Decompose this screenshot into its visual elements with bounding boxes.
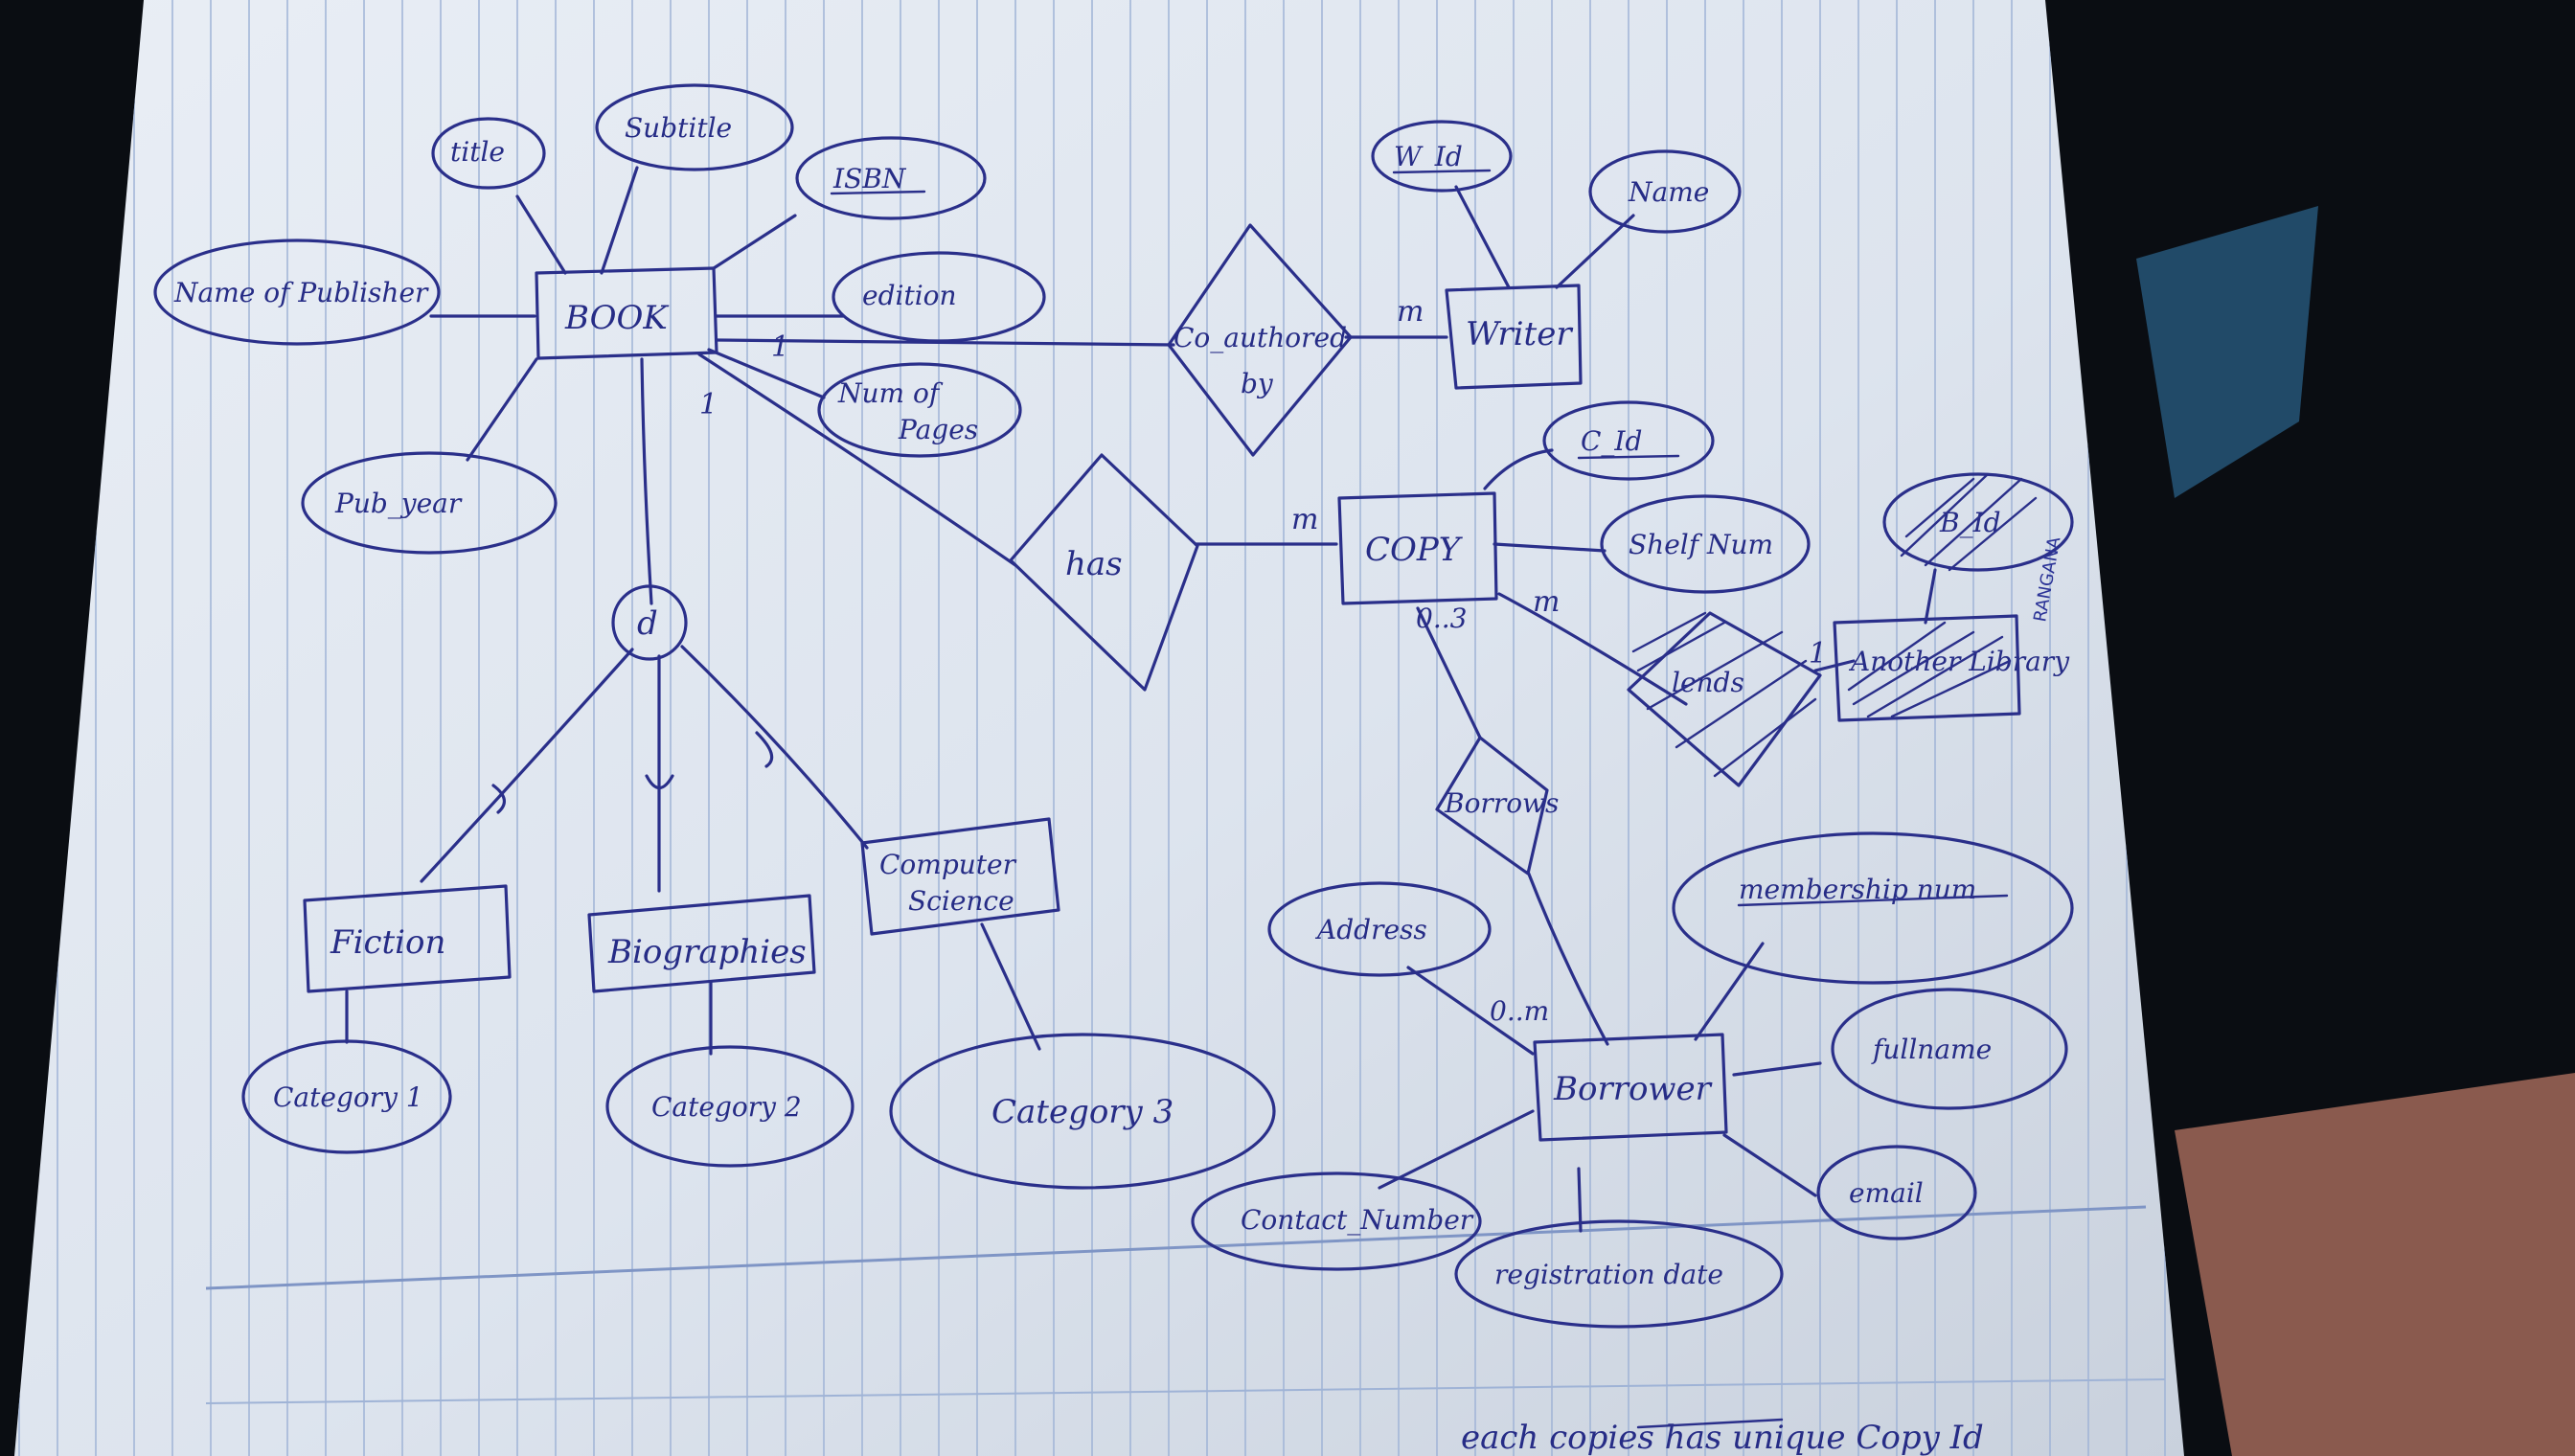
attribute-isbn-label: ISBN bbox=[832, 163, 907, 194]
attribute-num-of-pages-label-2: Pages bbox=[898, 414, 978, 445]
card-copy-has: m bbox=[1291, 503, 1318, 536]
attribute-subtitle-label: Subtitle bbox=[625, 112, 732, 144]
attribute-writer-name: Name bbox=[1588, 149, 1742, 234]
entity-biographies-label: Biographies bbox=[607, 933, 807, 971]
attribute-registration-date: registration date bbox=[1454, 1219, 1784, 1329]
attribute-subtitle: Subtitle bbox=[595, 83, 794, 171]
attribute-title: title bbox=[431, 117, 546, 190]
attribute-name-of-publisher-label: Name of Publisher bbox=[173, 277, 429, 308]
attribute-shelf-num: Shelf Num bbox=[1600, 494, 1811, 594]
relationship-has-label: has bbox=[1065, 545, 1123, 583]
entity-copy-label: COPY bbox=[1365, 531, 1464, 569]
card-lends-library: 1 bbox=[1809, 637, 1827, 671]
attribute-email-label: email bbox=[1849, 1177, 1924, 1209]
attribute-contact-number-label: Contact_Number bbox=[1241, 1204, 1474, 1236]
attribute-category-2-label: Category 2 bbox=[651, 1091, 802, 1123]
attribute-shelf-num-label: Shelf Num bbox=[1629, 529, 1773, 560]
card-copy-borrows: 0..3 bbox=[1416, 603, 1467, 634]
attribute-writer-name-label: Name bbox=[1628, 176, 1709, 208]
attribute-pub-year: Pub_year bbox=[301, 451, 558, 555]
attribute-registration-date-label: registration date bbox=[1494, 1259, 1723, 1290]
attribute-w-id-label: W_Id bbox=[1394, 141, 1463, 172]
attribute-fullname: fullname bbox=[1831, 988, 2068, 1110]
attribute-num-of-pages: Num of Pages bbox=[817, 362, 1022, 458]
attribute-c-id-label: C_Id bbox=[1581, 425, 1642, 457]
specialization-circle: d bbox=[611, 584, 688, 661]
entity-writer-label: Writer bbox=[1466, 315, 1573, 353]
bottom-rule bbox=[205, 1378, 2166, 1404]
relationship-borrows-label: Borrows bbox=[1444, 787, 1559, 819]
entity-computer-science-label-2: Science bbox=[908, 885, 1014, 917]
attribute-contact-number: Contact_Number bbox=[1191, 1172, 1482, 1271]
entity-computer-science-label-1: Computer bbox=[879, 849, 1017, 880]
footer-note: each copies has unique Copy Id bbox=[1461, 1419, 1984, 1456]
attribute-title-label: title bbox=[450, 136, 505, 168]
entity-computer-science: Computer Science bbox=[860, 817, 1060, 936]
attribute-category-1-label: Category 1 bbox=[273, 1081, 423, 1113]
attribute-address-label: Address bbox=[1314, 914, 1427, 945]
attribute-w-id: W_Id bbox=[1371, 120, 1513, 193]
entity-book: BOOK bbox=[535, 266, 718, 360]
attribute-edition: edition bbox=[832, 251, 1046, 343]
attribute-isbn: ISBN bbox=[795, 136, 987, 220]
entity-borrower-label: Borrower bbox=[1553, 1070, 1713, 1108]
entity-writer: Writer bbox=[1445, 284, 1583, 390]
attribute-b-id: B_Id bbox=[1882, 472, 2074, 572]
entity-book-label: BOOK bbox=[564, 299, 670, 337]
card-book-has: 1 bbox=[699, 388, 718, 421]
relationship-has: has bbox=[1009, 453, 1199, 692]
blue-object bbox=[2136, 206, 2318, 498]
card-writer-coauthored: m bbox=[1397, 295, 1424, 329]
specialization-label: d bbox=[637, 604, 658, 643]
attribute-category-3-label: Category 3 bbox=[991, 1093, 1174, 1131]
attribute-pub-year-label: Pub_year bbox=[334, 488, 463, 519]
attribute-fullname-label: fullname bbox=[1871, 1034, 1992, 1065]
attribute-membership-num: membership num bbox=[1672, 831, 2074, 985]
card-borrower-borrows: 0..m bbox=[1490, 995, 1549, 1027]
attribute-category-3: Category 3 bbox=[889, 1033, 1276, 1190]
attribute-address: Address bbox=[1267, 881, 1492, 977]
attribute-category-2: Category 2 bbox=[605, 1045, 855, 1168]
attribute-num-of-pages-label-1: Num of bbox=[837, 377, 944, 409]
entity-biographies: Biographies bbox=[587, 894, 816, 993]
attribute-category-1: Category 1 bbox=[241, 1039, 452, 1154]
attribute-name-of-publisher: Name of Publisher bbox=[153, 239, 441, 346]
relationship-co-authored-by: Co_authored by bbox=[1167, 223, 1353, 457]
attribute-email: email bbox=[1816, 1145, 1977, 1240]
relationship-lends-label: lends bbox=[1672, 667, 1744, 698]
card-copy-lends: m bbox=[1533, 585, 1560, 619]
ruled-lines bbox=[14, 0, 2184, 1456]
footer-strike bbox=[1636, 1418, 1784, 1429]
cardinality-labels: 1 m 1 m m 1 0..3 0..m bbox=[699, 295, 1827, 1027]
entity-fiction-label: Fiction bbox=[330, 923, 445, 962]
connection-lines bbox=[345, 166, 1937, 1233]
entity-fiction: Fiction bbox=[303, 884, 512, 993]
attribute-edition-label: edition bbox=[862, 280, 957, 311]
hand-edge bbox=[2175, 1073, 2575, 1456]
relationship-co-authored-by-label: by bbox=[1241, 368, 1274, 399]
entity-another-library: Another Library bbox=[1833, 614, 2070, 722]
relationship-borrows: Borrows bbox=[1435, 736, 1559, 876]
margin-rule bbox=[205, 1205, 2147, 1290]
entity-copy: COPY bbox=[1337, 491, 1498, 605]
relationship-lends: lends bbox=[1627, 611, 1822, 787]
entity-borrower: Borrower bbox=[1533, 1033, 1728, 1142]
relationship-co-authored-label: Co_authored bbox=[1174, 322, 1347, 353]
attribute-c-id: C_Id bbox=[1542, 400, 1715, 481]
card-book-coauthored: 1 bbox=[771, 330, 789, 364]
